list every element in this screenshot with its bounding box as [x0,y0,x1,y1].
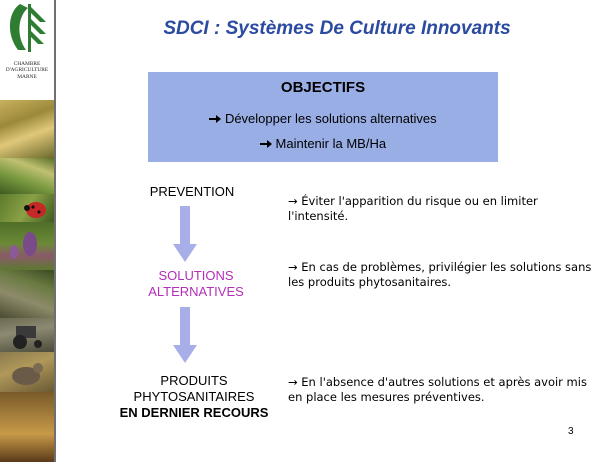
tractor-icon [13,326,42,349]
photo-flowers [0,222,54,270]
logo-line-2: D'AGRICULTURE [5,67,49,74]
photo-wheat-ears [0,392,54,462]
photo-grass [0,158,54,194]
products-label-line-2: PHYTOSANITAIRES [133,389,255,404]
right-arrow-icon [259,136,276,151]
objectives-heading: OBJECTIFS [280,79,366,96]
objective-item-2: Maintenir la MB/Ha [148,136,498,151]
objective-item-1-text: Développer les solutions alternatives [224,111,437,126]
flower-icon [10,232,37,259]
photo-field [0,270,54,318]
chamber-logo: CHAMBRE D'AGRICULTURE MARNE [0,0,54,100]
photo-wheat [0,100,54,158]
prevention-label: PREVENTION [149,184,235,199]
decorative-photo-strip: CHAMBRE D'AGRICULTURE MARNE [0,0,56,462]
logo-line-1: CHAMBRE [13,61,41,67]
products-label: PRODUITS PHYTOSANITAIRES EN DERNIER RECO… [106,373,282,421]
down-arrow-icon [173,206,197,262]
ladybug-icon [24,202,46,218]
objective-item-2-text: Maintenir la MB/Ha [275,136,387,151]
products-label-line-3: EN DERNIER RECOURS [119,405,269,420]
products-description: → En l'absence d'autres solutions et apr… [288,375,587,404]
products-label-line-1: PRODUITS [160,373,228,388]
prevention-description: → Éviter l'apparition du risque ou en li… [288,194,538,223]
down-arrow-icon [173,307,197,363]
photo-tractor [0,318,54,352]
slide-title: SDCI : Systèmes De Culture Innovants [163,18,511,39]
photo-partridge [0,352,54,392]
solutions-label-line-1: SOLUTIONS [158,268,234,283]
page-number: 3 [568,426,574,437]
logo-caption: CHAMBRE D'AGRICULTURE MARNE [0,61,54,80]
objective-item-1: Développer les solutions alternatives [148,111,498,126]
solutions-description: → En cas de problèmes, privilégier les s… [288,260,592,289]
objectives-box: OBJECTIFS Développer les solutions alter… [148,72,498,162]
logo-emblem-icon [9,4,46,52]
solutions-label-line-2: ALTERNATIVES [148,284,244,299]
right-arrow-icon [209,111,225,126]
bird-icon [12,363,43,385]
photo-ladybug [0,194,54,222]
logo-line-3: MARNE [17,73,37,80]
solutions-label: SOLUTIONS ALTERNATIVES [126,268,266,300]
